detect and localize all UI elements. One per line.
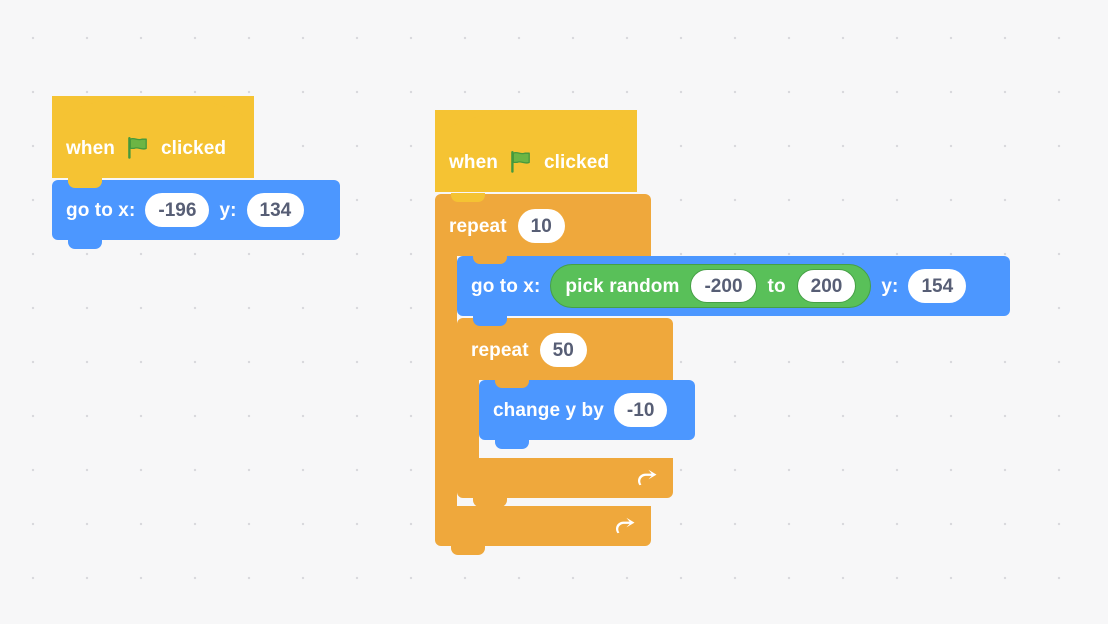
hat-bottom-notch (68, 178, 102, 187)
go-to-random-bottom-notch (473, 316, 507, 325)
repeat-outer-top-notch (451, 193, 485, 202)
when-label: when (66, 137, 115, 159)
repeat-outer-row: repeat 10 (449, 209, 565, 243)
go-to-x-label: go to x: (66, 199, 136, 221)
pick-random-from-input[interactable]: -200 (690, 269, 757, 303)
repeat-outer-bottom-bar (435, 506, 651, 546)
y-value-input[interactable]: 134 (246, 193, 305, 227)
clicked-label: clicked (160, 137, 227, 159)
repeat-inner-bottom-notch (473, 498, 507, 507)
repeat-inner-label: repeat (471, 339, 529, 361)
pick-random-label: pick random (565, 275, 680, 297)
block-when-green-flag-clicked-2[interactable]: when clicked (435, 110, 637, 192)
clicked-label-2: clicked (543, 151, 610, 173)
go-to-x-label-2: go to x: (471, 275, 541, 297)
y-label: y: (219, 199, 237, 221)
repeat-outer-arm (435, 256, 457, 506)
go-to-random-content: go to x: pick random -200 to 200 y: 154 (457, 264, 967, 308)
hat-body-2 (435, 130, 637, 192)
y-label-2: y: (881, 275, 899, 297)
change-y-bottom-notch (495, 440, 529, 449)
block-repeat-inner[interactable]: repeat 50 (457, 317, 673, 507)
repeat-inner-inner-bottom-notch (495, 458, 529, 467)
repeat-inner-row: repeat 50 (471, 333, 587, 367)
green-flag-icon (509, 150, 533, 174)
hat-row-2: when clicked (449, 150, 609, 174)
hat-body (52, 116, 254, 178)
repeat-outer-label: repeat (449, 215, 507, 237)
block-change-y-by[interactable]: change y by -10 (479, 379, 695, 449)
change-y-content: change y by -10 (479, 393, 668, 427)
loop-arrow-icon (635, 466, 661, 490)
repeat-outer-bottom-notch (451, 546, 485, 555)
change-y-by-label: change y by (493, 399, 604, 421)
change-y-value-input[interactable]: -10 (613, 393, 668, 427)
green-flag-icon (126, 136, 150, 160)
stack-bottom-notch (68, 240, 102, 249)
block-pick-random[interactable]: pick random -200 to 200 (550, 264, 872, 308)
repeat-outer-count-input[interactable]: 10 (517, 209, 565, 243)
pick-random-to-input[interactable]: 200 (796, 269, 857, 303)
pick-random-to-label: to (767, 275, 786, 297)
go-to-xy-content: go to x: -196 y: 134 (52, 193, 305, 227)
x-value-input[interactable]: -196 (145, 193, 210, 227)
block-go-to-xy[interactable]: go to x: -196 y: 134 (52, 179, 340, 249)
block-when-green-flag-clicked[interactable]: when clicked (52, 96, 254, 187)
block-repeat-outer[interactable]: repeat 10 (435, 193, 651, 555)
when-label-2: when (449, 151, 498, 173)
hat-row: when clicked (66, 136, 226, 160)
block-go-to-xy-random[interactable]: go to x: pick random -200 to 200 y: 154 (457, 255, 1010, 325)
go-to-random-top-notch (473, 255, 507, 264)
repeat-inner-bottom-bar (457, 458, 673, 498)
repeat-outer-inner-bottom-notch (473, 506, 507, 515)
change-y-top-notch (495, 379, 529, 388)
repeat-inner-count-input[interactable]: 50 (539, 333, 587, 367)
y-value-input-2[interactable]: 154 (908, 269, 967, 303)
loop-arrow-icon (613, 514, 639, 538)
repeat-inner-arm (457, 380, 479, 458)
